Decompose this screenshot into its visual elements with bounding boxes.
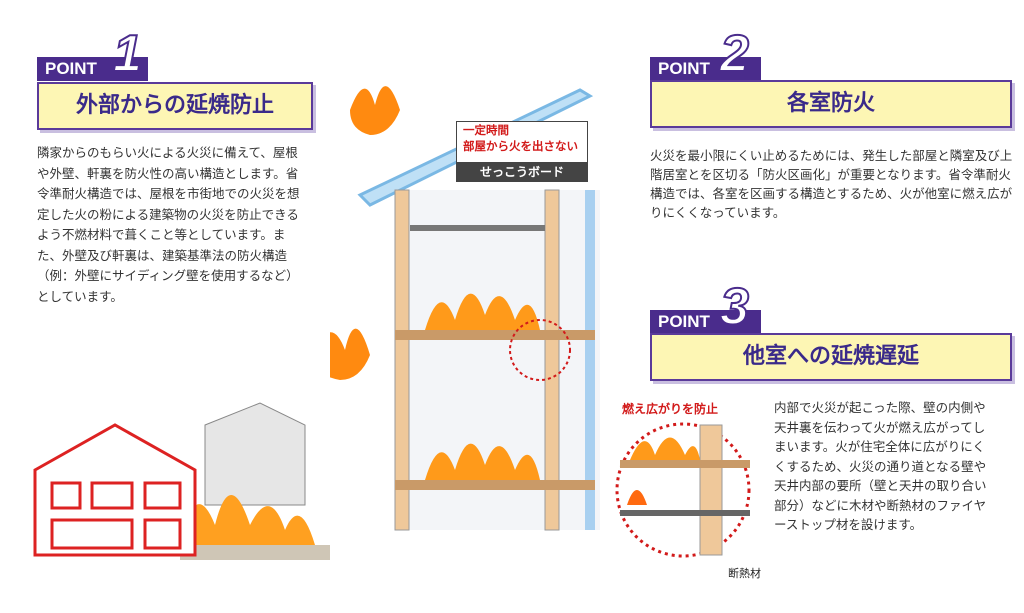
fire-neighbor-icon (180, 495, 315, 545)
point1-tag: POINT (37, 57, 148, 81)
gypsum-board-ceiling (410, 225, 545, 231)
point2-number: 2 (719, 25, 750, 83)
house-cross-section (330, 86, 600, 531)
insulation-label: 断熱材 (728, 567, 761, 580)
point2-title: 各室防火 (650, 80, 1012, 128)
notice-box: 一定時間 部屋から火を出さない (456, 121, 588, 163)
point3-tag: POINT (650, 310, 761, 334)
protected-house (33, 423, 197, 557)
point1-body: 隣家からのもらい火による火災に備えて、屋根や外壁、軒裏を防火性の高い構造とします… (37, 145, 300, 304)
firestop-highlight (509, 319, 571, 381)
neighbor-houses (33, 402, 330, 560)
notice-line1: 一定時間 (463, 123, 509, 137)
firestop-detail (615, 422, 751, 558)
point2-tag: POINT (650, 57, 761, 81)
neighbor-house (204, 402, 306, 506)
ground (180, 545, 330, 560)
insulation-wall (585, 190, 595, 530)
fire-small-icon (627, 490, 647, 505)
point3-callout: 燃え広がりを防止 (622, 402, 719, 416)
floor-beam-1f (395, 480, 595, 490)
post-left (394, 189, 410, 531)
fire-outside-top-icon (350, 86, 400, 135)
post-right (544, 189, 560, 531)
notice-line2: 部屋から火を出さない (463, 139, 578, 153)
point1-title: 外部からの延焼防止 (37, 82, 313, 130)
fire-outside-left-icon (330, 328, 370, 380)
point3-number: 3 (719, 278, 750, 336)
point1-number: 1 (112, 25, 143, 83)
fire-2f-icon (425, 293, 540, 330)
fire-1f-icon (425, 443, 540, 480)
point3-title: 他室への延焼遅延 (650, 333, 1012, 381)
point2-body: 火災を最小限にくい止めるためには、発生した部屋と隣室及び上階居室とを区切る「防火… (650, 148, 1013, 220)
floor-beam-2f (395, 330, 595, 340)
point3-body: 内部で火災が起こった際、壁の内側や天井裏を伝わって火が燃え広がってしまいます。火… (774, 400, 987, 532)
gypsum-board-label: せっこうボード (456, 162, 588, 182)
